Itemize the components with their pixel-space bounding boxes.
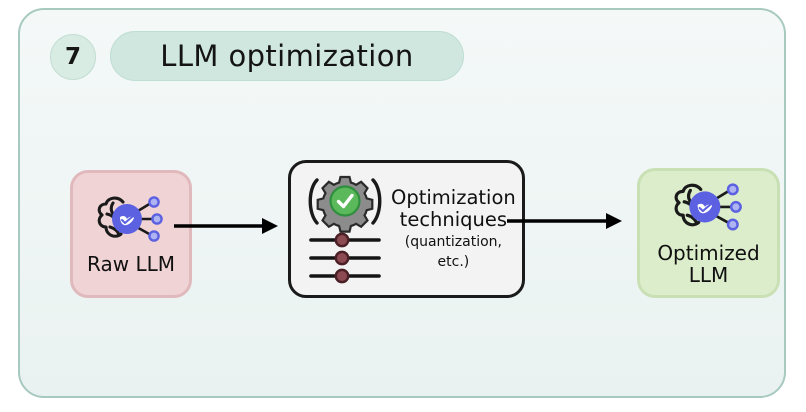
- arrow-techniques-to-optimized: [507, 210, 623, 232]
- node-raw-llm[interactable]: Raw LLM: [70, 170, 192, 298]
- sliders-icon: [306, 231, 384, 285]
- node-raw-llm-label: Raw LLM: [87, 252, 175, 277]
- step-number-badge: 7: [50, 34, 96, 80]
- optimization-sublabel-line1: (quantization,: [404, 234, 502, 251]
- gear-check-icon: [303, 173, 387, 233]
- brain-network-icon: [669, 179, 749, 239]
- brain-network-icon: [93, 192, 169, 250]
- node-optimized-llm-label-line1: Optimized: [657, 241, 760, 266]
- arrow-raw-to-techniques: [174, 215, 279, 237]
- node-optimized-llm[interactable]: Optimized LLM: [637, 168, 780, 298]
- slide-frame: 7 LLM optimization: [18, 8, 786, 398]
- optimization-label-line2: techniques: [399, 208, 508, 232]
- optimization-text-group: Optimization techniques (quantization, e…: [389, 187, 516, 270]
- optimization-label-line1: Optimization: [391, 186, 516, 210]
- node-optimized-llm-label-line2: LLM: [688, 263, 729, 287]
- page-title: LLM optimization: [160, 39, 414, 73]
- step-number-text: 7: [64, 44, 81, 70]
- page-title-pill: LLM optimization: [110, 31, 464, 81]
- node-optimization-techniques[interactable]: Optimization techniques (quantization, e…: [288, 160, 525, 298]
- optimization-sublabel-line2: etc.): [437, 253, 470, 270]
- optimization-icon-group: [301, 173, 389, 285]
